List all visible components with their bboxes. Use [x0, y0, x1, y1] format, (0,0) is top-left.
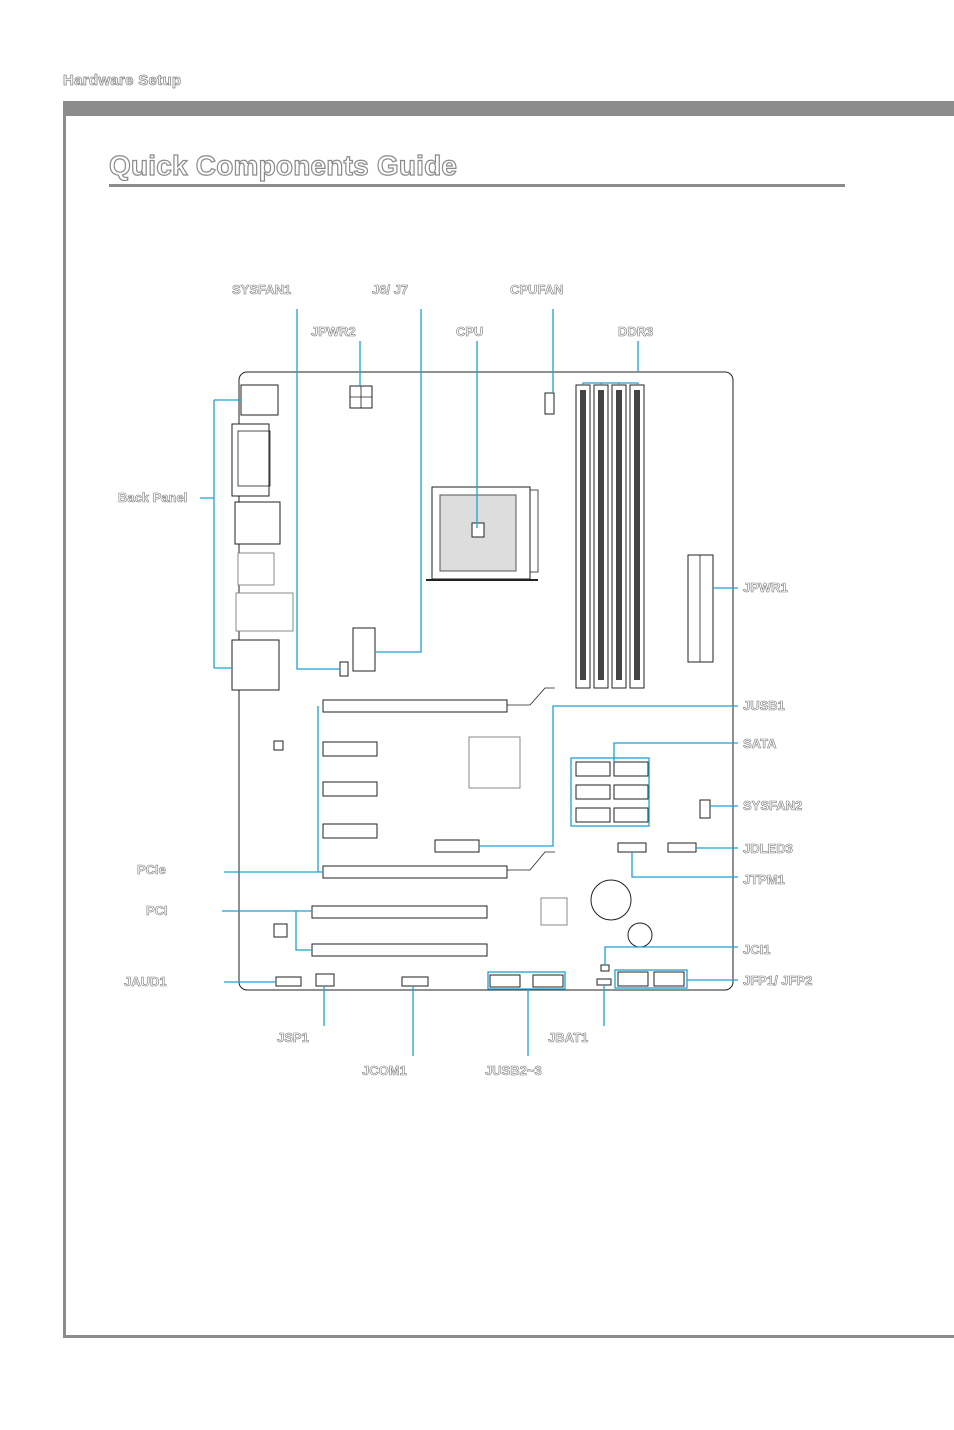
label-sysfan1: SYSFAN1 — [232, 282, 291, 297]
pcie-x1-slot-1 — [323, 742, 377, 756]
label-jci1: JCI1 — [743, 942, 770, 957]
label-jpwr2: JPWR2 — [311, 324, 356, 339]
jpwr2-connector — [350, 386, 372, 408]
label-sysfan2: SYSFAN2 — [743, 798, 802, 813]
motherboard-outline — [239, 372, 733, 990]
cpu-socket — [426, 487, 538, 580]
j6-j7-header — [353, 628, 375, 671]
label-sata: SATA — [743, 736, 777, 751]
label-jusb1: JUSB1 — [743, 698, 785, 713]
pcie-x16-slot-1 — [323, 700, 507, 712]
cpufan-header — [545, 393, 554, 414]
label-jdled3: JDLED3 — [743, 841, 793, 856]
pci-slot-2 — [312, 944, 487, 956]
buzzer — [628, 923, 652, 947]
jpwr1-connector — [688, 555, 713, 662]
jsp1-header — [316, 974, 334, 986]
pci-slot-1 — [312, 906, 487, 918]
pcie-x1-slot-3 — [323, 824, 377, 838]
jtpm1-header — [618, 843, 646, 852]
label-ddr3: DDR3 — [618, 324, 653, 339]
mounting-square-1 — [274, 741, 283, 750]
label-cpu: CPU — [456, 324, 483, 339]
label-back-panel: Back Panel — [118, 490, 187, 505]
jdled3-header — [668, 843, 696, 852]
bios-chip — [541, 898, 567, 925]
label-jsp1: JSP1 — [277, 1030, 309, 1045]
jfp1-header — [618, 972, 648, 986]
sysfan2-header — [700, 800, 710, 818]
label-pci: PCI — [146, 903, 168, 918]
cmos-battery — [591, 880, 631, 920]
label-pcie: PCIe — [137, 862, 166, 877]
label-jpwr1: JPWR1 — [743, 580, 788, 595]
label-jbat1: JBAT1 — [548, 1030, 588, 1045]
pcie-x1-slot-2 — [323, 782, 377, 796]
label-jcom1: JCOM1 — [362, 1063, 407, 1078]
jusb3-header — [533, 975, 563, 987]
label-jaud1: JAUD1 — [124, 974, 167, 989]
jfp2-header — [654, 972, 684, 986]
label-jusb2-3: JUSB2~3 — [485, 1063, 542, 1078]
sysfan1-header — [340, 662, 348, 676]
jusb1-header — [435, 840, 479, 852]
jbat1-header — [597, 979, 611, 985]
label-j6-j7: J6/ J7 — [372, 282, 408, 297]
label-jtpm1: JTPM1 — [743, 872, 785, 887]
jaud1-header — [276, 977, 301, 986]
label-cpufan: CPUFAN — [510, 282, 563, 297]
mounting-square-2 — [274, 924, 287, 937]
jcom1-header — [402, 977, 428, 986]
jci1-header — [601, 965, 609, 971]
label-jfp1-jfp2: JFP1/ JFP2 — [743, 973, 812, 988]
chipset — [469, 737, 520, 788]
pcie-x16-slot-2 — [323, 866, 507, 878]
jusb2-header — [490, 975, 520, 987]
